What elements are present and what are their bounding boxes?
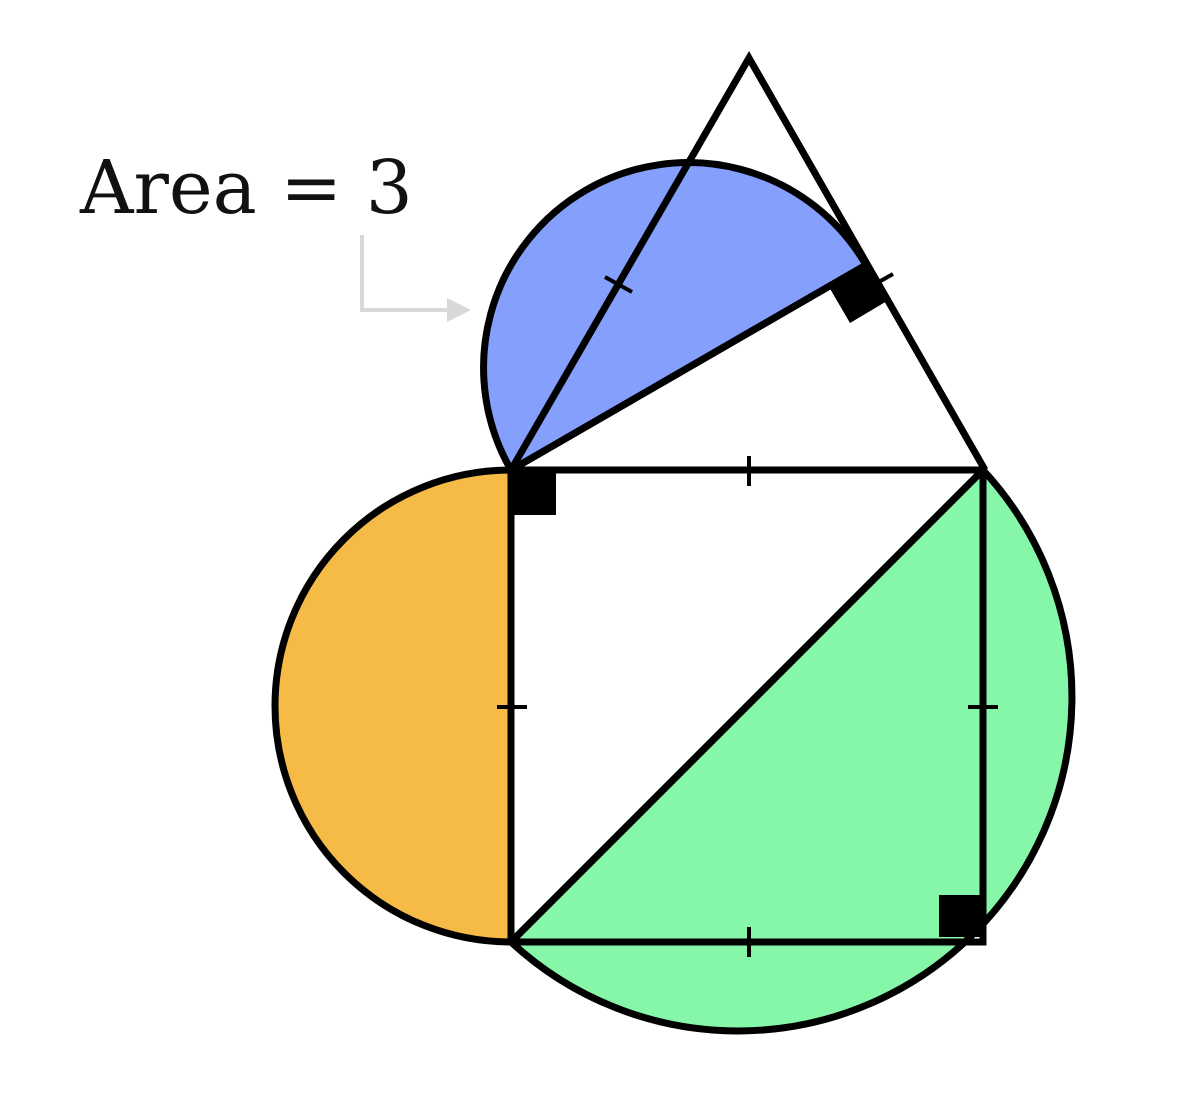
right-angle-marker-top-left — [514, 473, 556, 515]
right-angle-marker-triangle — [829, 265, 887, 323]
square — [507, 466, 987, 946]
callout-arrow-line — [360, 235, 450, 312]
area-label: Area = 3 — [79, 145, 413, 231]
square-diagonal — [508, 467, 986, 945]
green-semicircle — [507, 466, 1076, 1035]
equilateral-triangle — [507, 50, 989, 472]
callout-arrow-head — [447, 298, 471, 322]
blue-semicircle — [480, 159, 870, 474]
perpendicular-segment — [509, 261, 868, 474]
tick-mark-triangle-right — [867, 272, 894, 290]
orange-semicircle — [271, 466, 515, 946]
right-angle-marker-bottom-right — [939, 895, 981, 937]
tick-mark-triangle-left — [604, 275, 633, 294]
